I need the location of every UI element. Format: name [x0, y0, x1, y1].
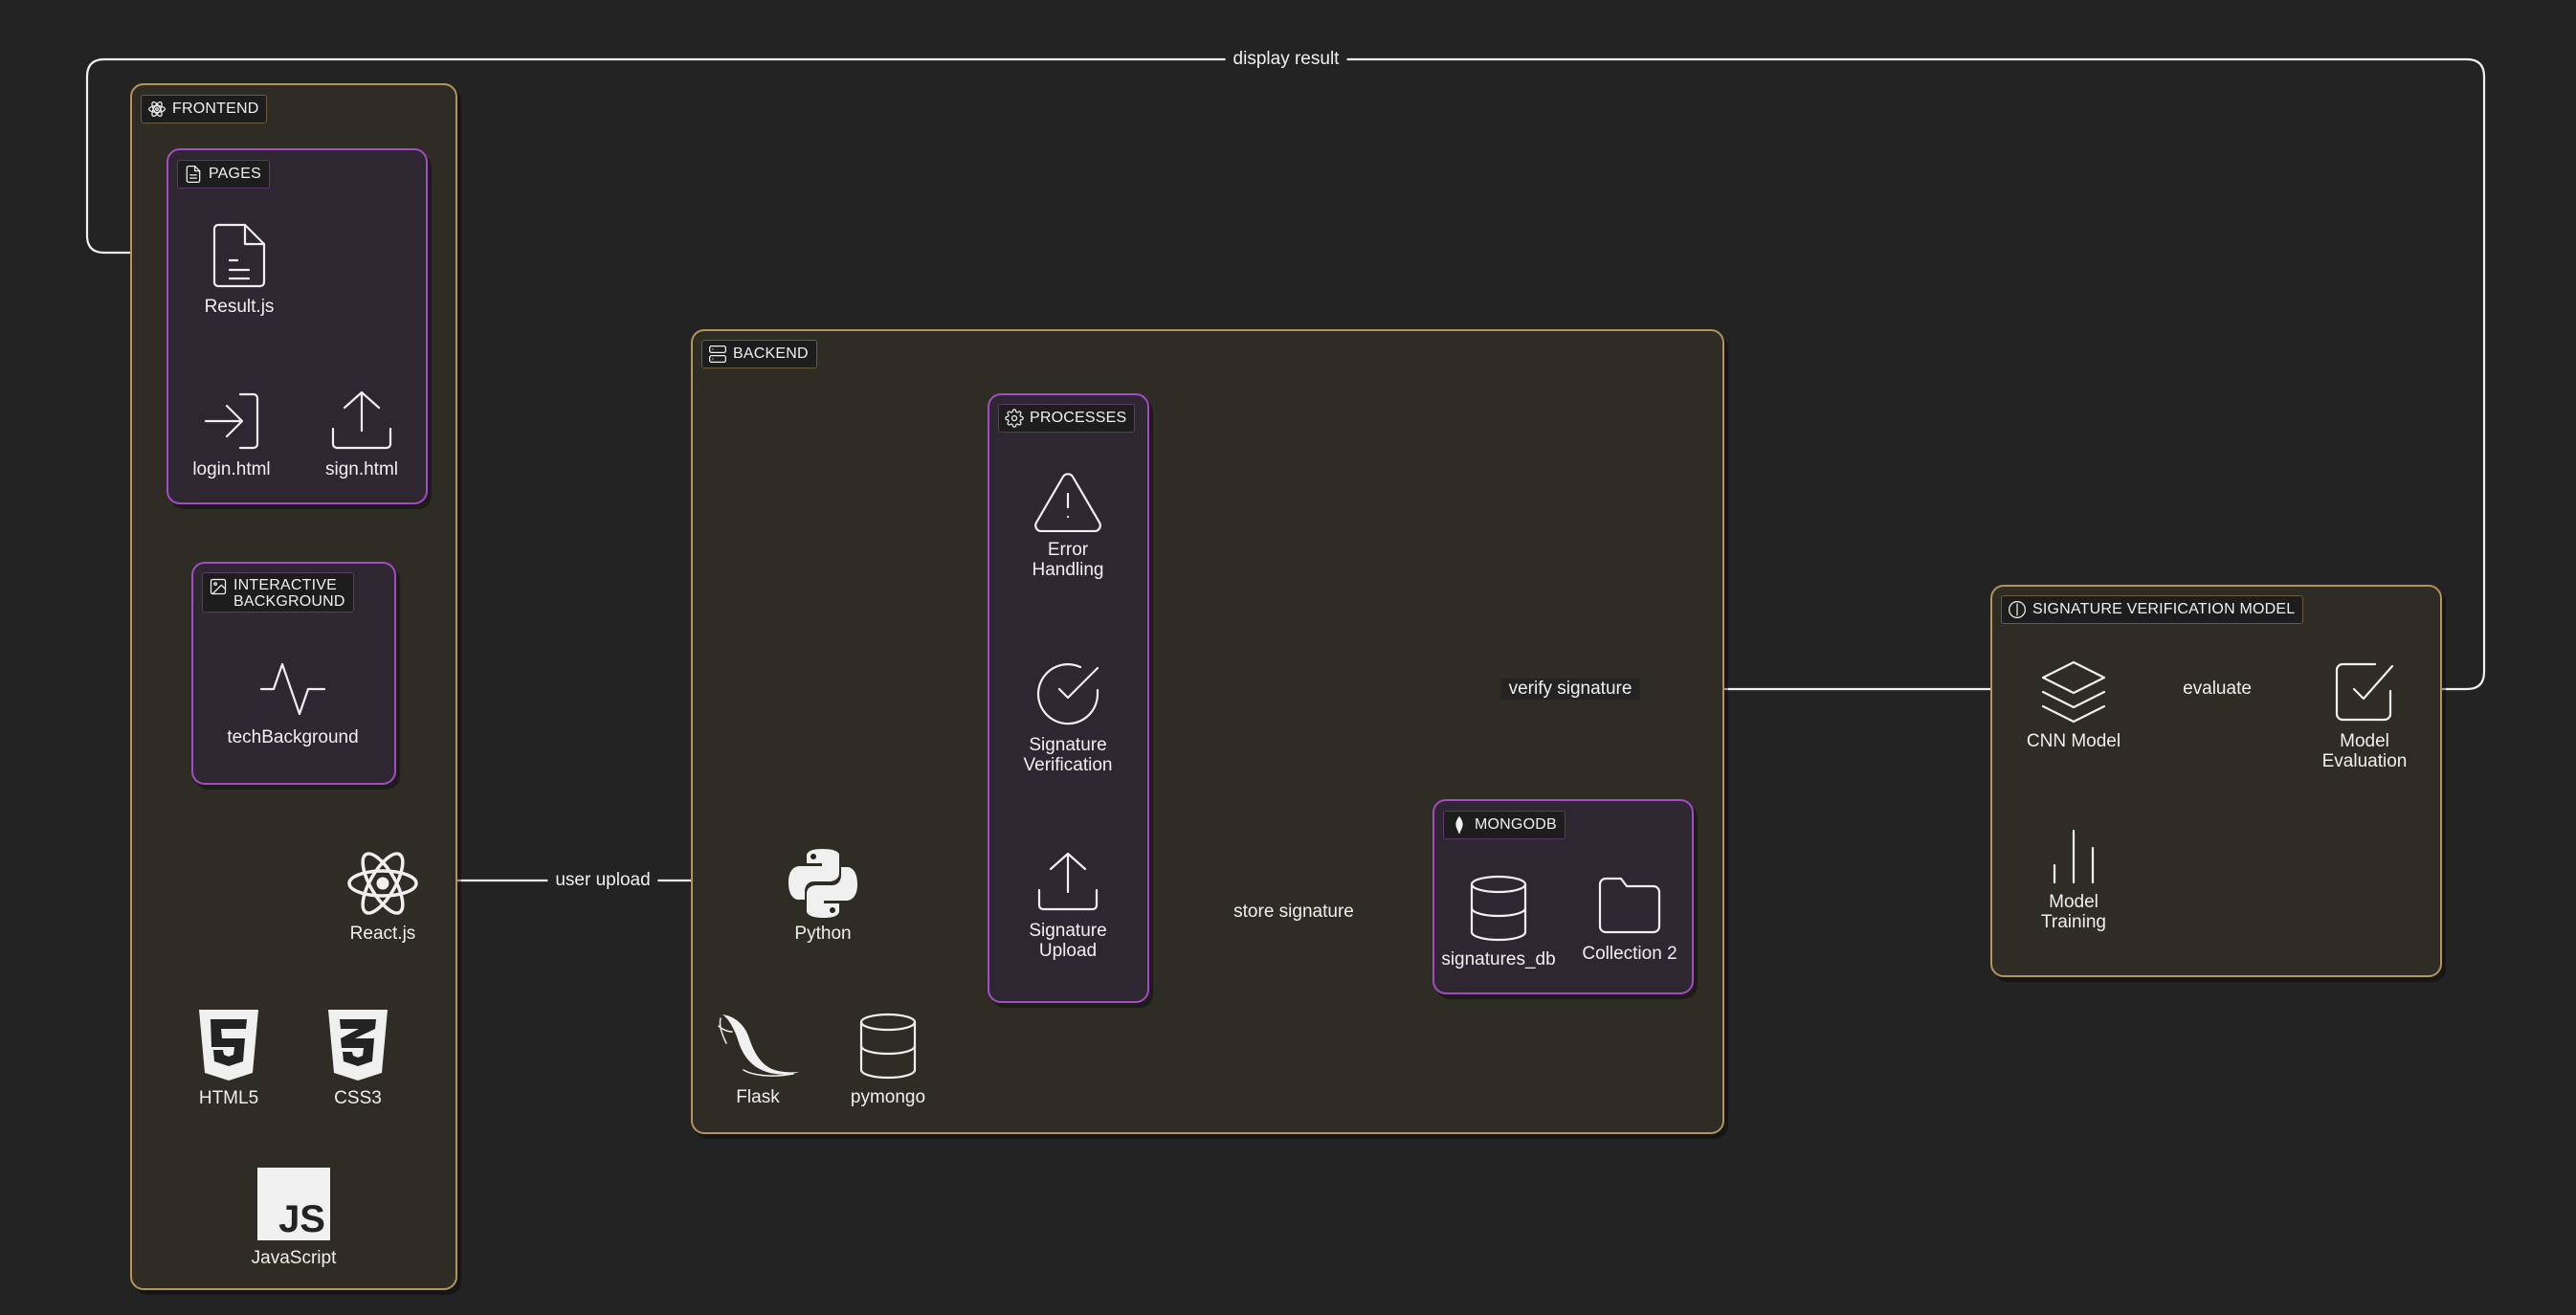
- node-flask-label: Flask: [736, 1087, 780, 1107]
- mongodb-leaf-icon: [1455, 815, 1463, 835]
- html5-icon: [199, 1010, 258, 1081]
- edge-label-store-signature: store signature: [1226, 902, 1362, 923]
- database-icon: [859, 1013, 917, 1080]
- node-html5-label: HTML5: [198, 1088, 259, 1108]
- pages-group: [167, 148, 428, 504]
- database-icon: [1470, 875, 1527, 942]
- node-error-handling[interactable]: Error Handling: [1010, 471, 1125, 580]
- node-login-html-label: login.html: [192, 459, 271, 479]
- node-signature-upload-label: Signature Upload: [1029, 921, 1107, 961]
- check-circle-icon: [1036, 663, 1099, 725]
- backend-group: [691, 329, 1724, 1134]
- javascript-icon-text: JS: [278, 1198, 325, 1240]
- pages-group-tag: PAGES: [177, 160, 270, 189]
- upload-icon: [331, 390, 392, 450]
- backend-group-tag: BACKEND: [701, 340, 817, 368]
- node-model-training-label: Model Training: [2041, 892, 2106, 932]
- edge-label-user-upload: user upload: [547, 870, 658, 891]
- node-signature-verification-label: Signature Verification: [1023, 735, 1113, 775]
- processes-group-tag: PROCESSES: [998, 404, 1136, 433]
- check-square-icon: [2335, 662, 2394, 722]
- activity-icon: [259, 662, 326, 716]
- node-error-handling-label: Error Handling: [1032, 540, 1104, 580]
- node-signature-verification[interactable]: Signature Verification: [1010, 660, 1125, 775]
- processes-group-title: PROCESSES: [1030, 410, 1127, 426]
- node-signatures-db-label: signatures_db: [1441, 949, 1556, 970]
- server-icon: [709, 345, 726, 363]
- node-result-js[interactable]: Result.js: [182, 222, 297, 317]
- node-react-js-label: React.js: [349, 924, 416, 944]
- node-model-training[interactable]: Model Training: [2016, 827, 2131, 932]
- node-sign-html-label: sign.html: [324, 459, 399, 479]
- edge-label-verify-signature: verify signature: [1500, 679, 1640, 700]
- flask-icon: [718, 1014, 799, 1077]
- node-javascript-label: JavaScript: [251, 1248, 337, 1268]
- node-css3-label: CSS3: [334, 1088, 382, 1108]
- mongodb-group-title: MONGODB: [1475, 816, 1557, 833]
- frontend-group-title: FRONTEND: [172, 100, 259, 117]
- node-react-js[interactable]: React.js: [335, 847, 431, 944]
- javascript-icon: JS: [257, 1168, 330, 1240]
- node-login-html[interactable]: login.html: [174, 390, 289, 479]
- react-icon: [347, 852, 418, 915]
- backend-group-title: BACKEND: [733, 345, 809, 362]
- node-python-label: Python: [794, 924, 852, 944]
- file-icon: [186, 166, 201, 183]
- node-sign-html[interactable]: sign.html: [304, 390, 419, 479]
- python-icon: [788, 849, 857, 918]
- node-tech-background[interactable]: techBackground: [216, 658, 369, 747]
- node-python[interactable]: Python: [775, 847, 871, 944]
- interactive-background-group-title: INTERACTIVE BACKGROUND: [233, 577, 345, 610]
- node-pymongo-label: pymongo: [850, 1087, 926, 1107]
- image-icon: [210, 578, 227, 595]
- signature-verification-model-group-tag: SIGNATURE VERIFICATION MODEL: [2001, 595, 2304, 624]
- mongodb-group-tag: MONGODB: [1443, 811, 1566, 839]
- log-in-icon: [204, 392, 259, 450]
- node-tech-background-label: techBackground: [227, 727, 359, 747]
- node-signatures-db[interactable]: signatures_db: [1432, 875, 1566, 970]
- node-cnn-model-label: CNN Model: [2026, 731, 2121, 751]
- node-css3[interactable]: CSS3: [310, 1010, 406, 1108]
- react-icon: [148, 100, 166, 118]
- node-collection-2-label: Collection 2: [1582, 944, 1677, 964]
- folder-icon: [1598, 877, 1661, 934]
- layers-icon: [2041, 660, 2106, 724]
- node-result-js-label: Result.js: [204, 297, 275, 317]
- node-signature-upload[interactable]: Signature Upload: [1010, 852, 1125, 961]
- gear-icon: [1005, 409, 1024, 428]
- node-html5[interactable]: HTML5: [181, 1010, 277, 1108]
- file-text-icon: [212, 223, 266, 288]
- edge-label-display-result: display result: [1225, 49, 1347, 70]
- css3-icon: [328, 1010, 388, 1081]
- node-model-evaluation[interactable]: Model Evaluation: [2307, 660, 2422, 771]
- node-model-evaluation-label: Model Evaluation: [2321, 731, 2408, 771]
- node-cnn-model[interactable]: CNN Model: [2016, 660, 2131, 751]
- alert-triangle-icon: [1034, 473, 1101, 532]
- node-javascript[interactable]: JS JavaScript: [236, 1168, 351, 1268]
- frontend-group-tag: FRONTEND: [141, 95, 268, 123]
- edge-label-evaluate: evaluate: [2175, 679, 2259, 700]
- circle-icon: [2009, 601, 2026, 618]
- node-pymongo[interactable]: pymongo: [831, 1013, 945, 1107]
- bar-chart-icon: [2053, 829, 2095, 884]
- signature-verification-model-group: [1990, 585, 2442, 977]
- node-collection-2[interactable]: Collection 2: [1563, 875, 1697, 964]
- node-flask[interactable]: Flask: [710, 1013, 806, 1107]
- signature-verification-model-group-title: SIGNATURE VERIFICATION MODEL: [2032, 601, 2296, 617]
- pages-group-title: PAGES: [209, 166, 261, 182]
- upload-icon: [1037, 852, 1099, 911]
- interactive-background-group-tag: INTERACTIVE BACKGROUND: [202, 572, 354, 613]
